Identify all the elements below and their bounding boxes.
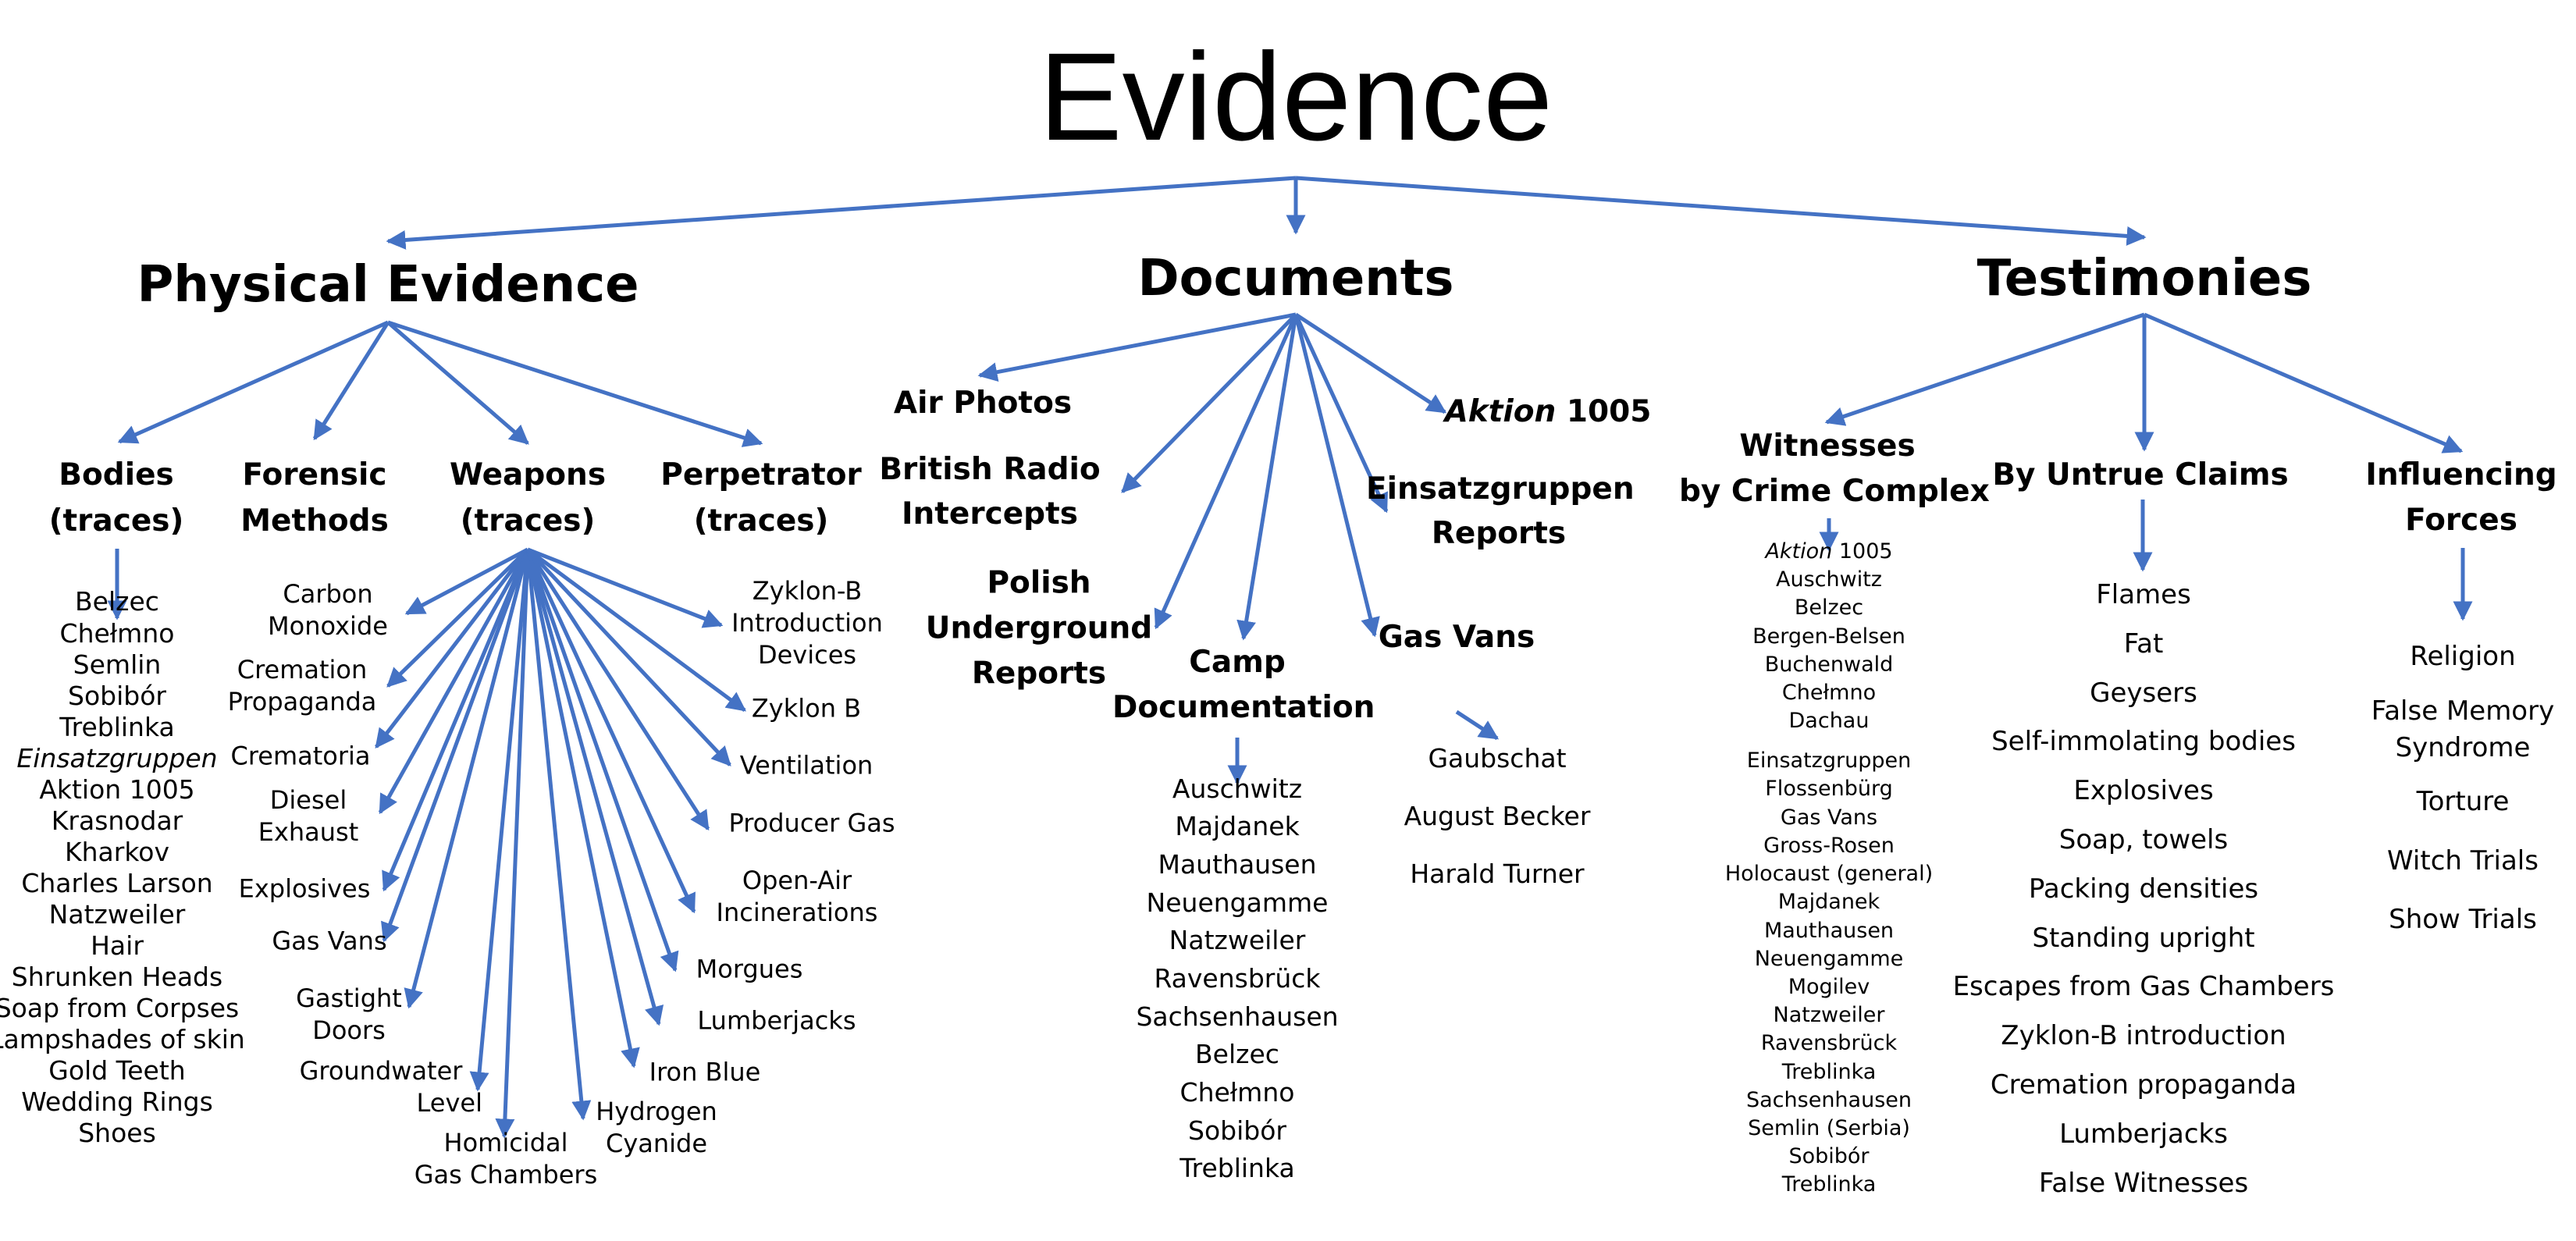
arrow-documents-to-british-radio: [1121, 313, 1297, 493]
node-weapons: Weapons (traces): [449, 457, 607, 539]
weapon-iron-blue: Iron Blue: [649, 1057, 761, 1087]
arrow-gas-vans-to-list: [1455, 709, 1500, 741]
weapon-crematoria: Crematoria: [230, 741, 371, 771]
category-physical-evidence: Physical Evidence: [137, 255, 639, 314]
weapon-carbon-monoxide: Carbon Monoxide: [268, 579, 388, 641]
influencing-forces-list: Religion False Memory Syndrome Torture W…: [2371, 641, 2555, 935]
arrow-testimonies-to-influencing: [2144, 312, 2464, 453]
node-perpetrator: Perpetrator (traces): [660, 457, 862, 539]
weapon-zyklon-b-introduction-devices: Zyklon-B Introduction Devices: [731, 576, 883, 670]
node-forensic-methods: Forensic Methods: [240, 457, 389, 539]
weapon-gas-vans: Gas Vans: [272, 926, 387, 956]
arrow-weapons-to-explosives: [382, 549, 530, 892]
untrue-claims-list: Flames Fat Geysers Self-immolating bodie…: [1952, 579, 2335, 1199]
arrow-documents-to-gas-vans: [1293, 314, 1380, 638]
weapon-groundwater-level: Groundwater Level: [299, 1056, 482, 1118]
weapon-homicidal-gas-chambers: Homicidal Gas Chambers: [414, 1128, 598, 1189]
weapon-open-air-incinerations: Open-Air Incinerations: [716, 866, 878, 927]
arrow-weapons-to-gas-vans: [381, 549, 530, 943]
arrow-weapons-to-hydrogen-cyanide: [525, 549, 592, 1121]
arrow-title-to-testimonies: [1295, 176, 2147, 246]
arrow-physical-to-bodies: [117, 320, 390, 444]
arrow-testimonies-to-witnesses: [1824, 312, 2145, 426]
test-influencing-forces: Influencing Forces: [2365, 457, 2557, 538]
doc-british-radio-intercepts: British Radio Intercepts: [879, 452, 1101, 532]
node-bodies: Bodies (traces): [48, 457, 184, 539]
bodies-list: Belzec Chełmno Semlin Sobibór Treblinka …: [0, 586, 245, 1148]
arrow-weapons-to-homicidal-gas-chambers: [495, 549, 530, 1139]
witnesses-list: Aktion 1005 Auschwitz Belzec Bergen-Bels…: [1724, 539, 1934, 1197]
weapon-zyklon-b: Zyklon B: [751, 693, 862, 724]
test-witnesses: Witnesses by Crime Complex: [1679, 428, 1990, 509]
arrow-weapons-to-lumberjacks: [525, 549, 664, 1026]
arrow-weapons-to-crematoria: [375, 548, 529, 749]
arrow-weapons-to-cremation-propaganda: [386, 548, 529, 688]
doc-polish-underground-reports: Polish Underground Reports: [925, 565, 1153, 692]
arrow-weapons-to-diesel-exhaust: [378, 548, 530, 815]
arrow-weapons-to-producer-gas: [525, 548, 710, 831]
weapon-hydrogen-cyanide: Hydrogen Cyanide: [596, 1097, 717, 1158]
arrow-weapons-to-morgues: [525, 549, 679, 973]
arrow-physical-to-weapons: [386, 321, 529, 445]
arrow-weapons-to-open-air-incinerations: [525, 548, 696, 914]
weapon-cremation-propaganda: Cremation Propaganda: [227, 655, 377, 717]
arrow-weapons-to-ventilation: [526, 548, 731, 766]
test-untrue-claims: By Untrue Claims: [1992, 457, 2289, 492]
arrow-weapons-to-zyklon-b-introduction-devices: [527, 547, 724, 628]
weapon-lumberjacks: Lumberjacks: [697, 1005, 856, 1036]
arrow-physical-to-perpetrator: [387, 320, 763, 447]
arrow-documents-to-air-photos: [977, 312, 1297, 382]
doc-gas-vans: Gas Vans: [1378, 619, 1535, 655]
category-documents: Documents: [1137, 249, 1454, 308]
arrow-weapons-to-zyklon-b: [526, 547, 747, 713]
weapon-explosives: Explosives: [238, 873, 371, 904]
doc-camp-documentation: Camp Documentation: [1112, 645, 1375, 725]
weapon-ventilation: Ventilation: [739, 750, 873, 781]
arrow-documents-to-aktion-1005: [1294, 312, 1447, 414]
arrow-weapons-to-iron-blue: [525, 549, 640, 1069]
doc-air-photos: Air Photos: [893, 385, 1073, 421]
weapon-diesel-exhaust: Diesel Exhaust: [258, 785, 359, 847]
arrow-documents-to-einsatzgruppen: [1293, 313, 1389, 514]
bodies-item-einsatzgruppen: Einsatzgruppen: [16, 743, 218, 773]
arrow-physical-to-forensic: [312, 321, 390, 441]
gas-vans-list: Gaubschat August Becker Harald Turner: [1404, 743, 1591, 889]
weapon-morgues: Morgues: [696, 954, 803, 984]
doc-aktion-1005: Aktion 1005: [1444, 394, 1652, 430]
arrow-title-to-physical: [386, 176, 1297, 250]
arrow-weapons-to-gastight-doors: [404, 549, 530, 1009]
camp-documentation-list: Auschwitz Majdanek Mauthausen Neuengamme…: [1136, 773, 1339, 1183]
arrow-weapons-to-carbon-monoxide: [404, 547, 529, 616]
weapon-producer-gas: Producer Gas: [728, 808, 895, 838]
doc-einsatzgruppen-reports: Einsatzgruppen Reports: [1366, 471, 1635, 551]
weapon-gastight-doors: Gastight Doors: [296, 983, 402, 1045]
category-testimonies: Testimonies: [1976, 249, 2312, 308]
arrow-weapons-to-groundwater-level: [469, 549, 530, 1092]
arrow-documents-to-camp-documentation: [1236, 314, 1298, 641]
arrow-documents-to-polish-underground: [1154, 313, 1298, 630]
diagram-title: Evidence: [1038, 27, 1553, 166]
